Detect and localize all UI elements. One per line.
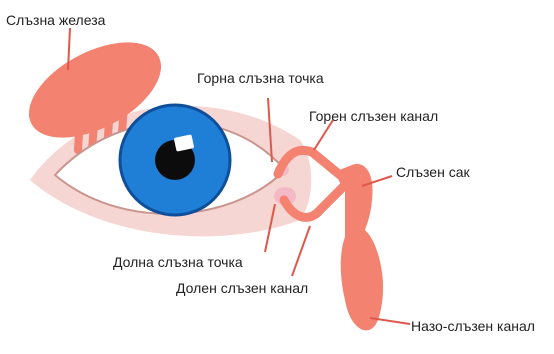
nasolacrimal-duct-shape xyxy=(341,226,383,330)
label-upper-punctum: Горна слъзна точка xyxy=(197,70,324,86)
label-nasolacrimal-duct: Назо-слъзен канал xyxy=(411,318,535,334)
label-lacrimal-gland: Слъзна железа xyxy=(6,12,105,28)
leader-lower-canal xyxy=(292,226,310,276)
label-lower-punctum: Долна слъзна точка xyxy=(113,254,243,270)
label-upper-canal: Горен слъзен канал xyxy=(309,108,438,124)
label-lacrimal-sac: Слъзен сак xyxy=(396,164,470,180)
leader-upper-canal xyxy=(314,120,333,150)
label-lower-canal: Долен слъзен канал xyxy=(176,280,308,296)
